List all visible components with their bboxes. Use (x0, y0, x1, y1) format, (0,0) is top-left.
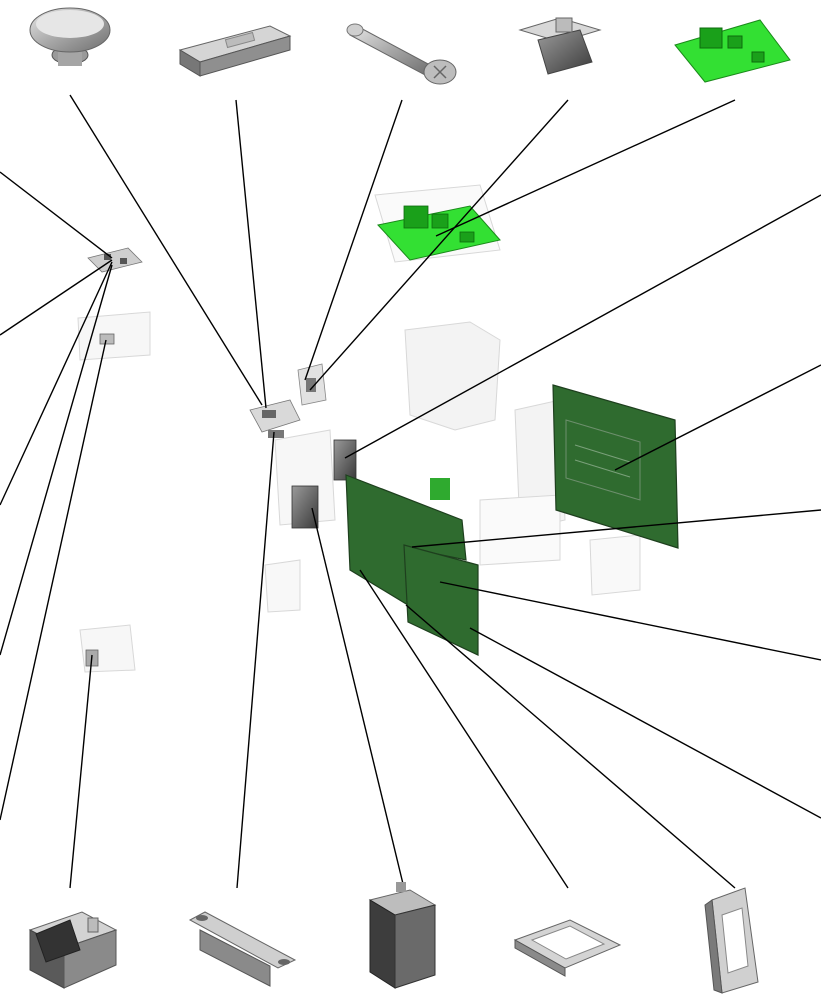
connector-block (291, 439, 357, 529)
gasket-frame-icon (513, 919, 622, 977)
left-bracket-cluster (85, 247, 143, 667)
mounting-bracket-icon (188, 911, 297, 987)
middle-green-pcb (377, 205, 501, 261)
pin-screw-icon (346, 23, 457, 85)
relay-icon (368, 882, 437, 989)
center-switch-cluster (249, 363, 327, 438)
leader-lines (0, 94, 821, 889)
main-pcb (345, 474, 479, 656)
bezel-frame-icon (704, 887, 759, 994)
knob-icon (29, 7, 111, 66)
large-right-pcb (552, 384, 679, 549)
microswitch-icon (518, 17, 602, 75)
rocker-switch-icon (28, 911, 118, 989)
small-pcb-icon (674, 19, 791, 83)
bracket-icon (178, 25, 292, 77)
